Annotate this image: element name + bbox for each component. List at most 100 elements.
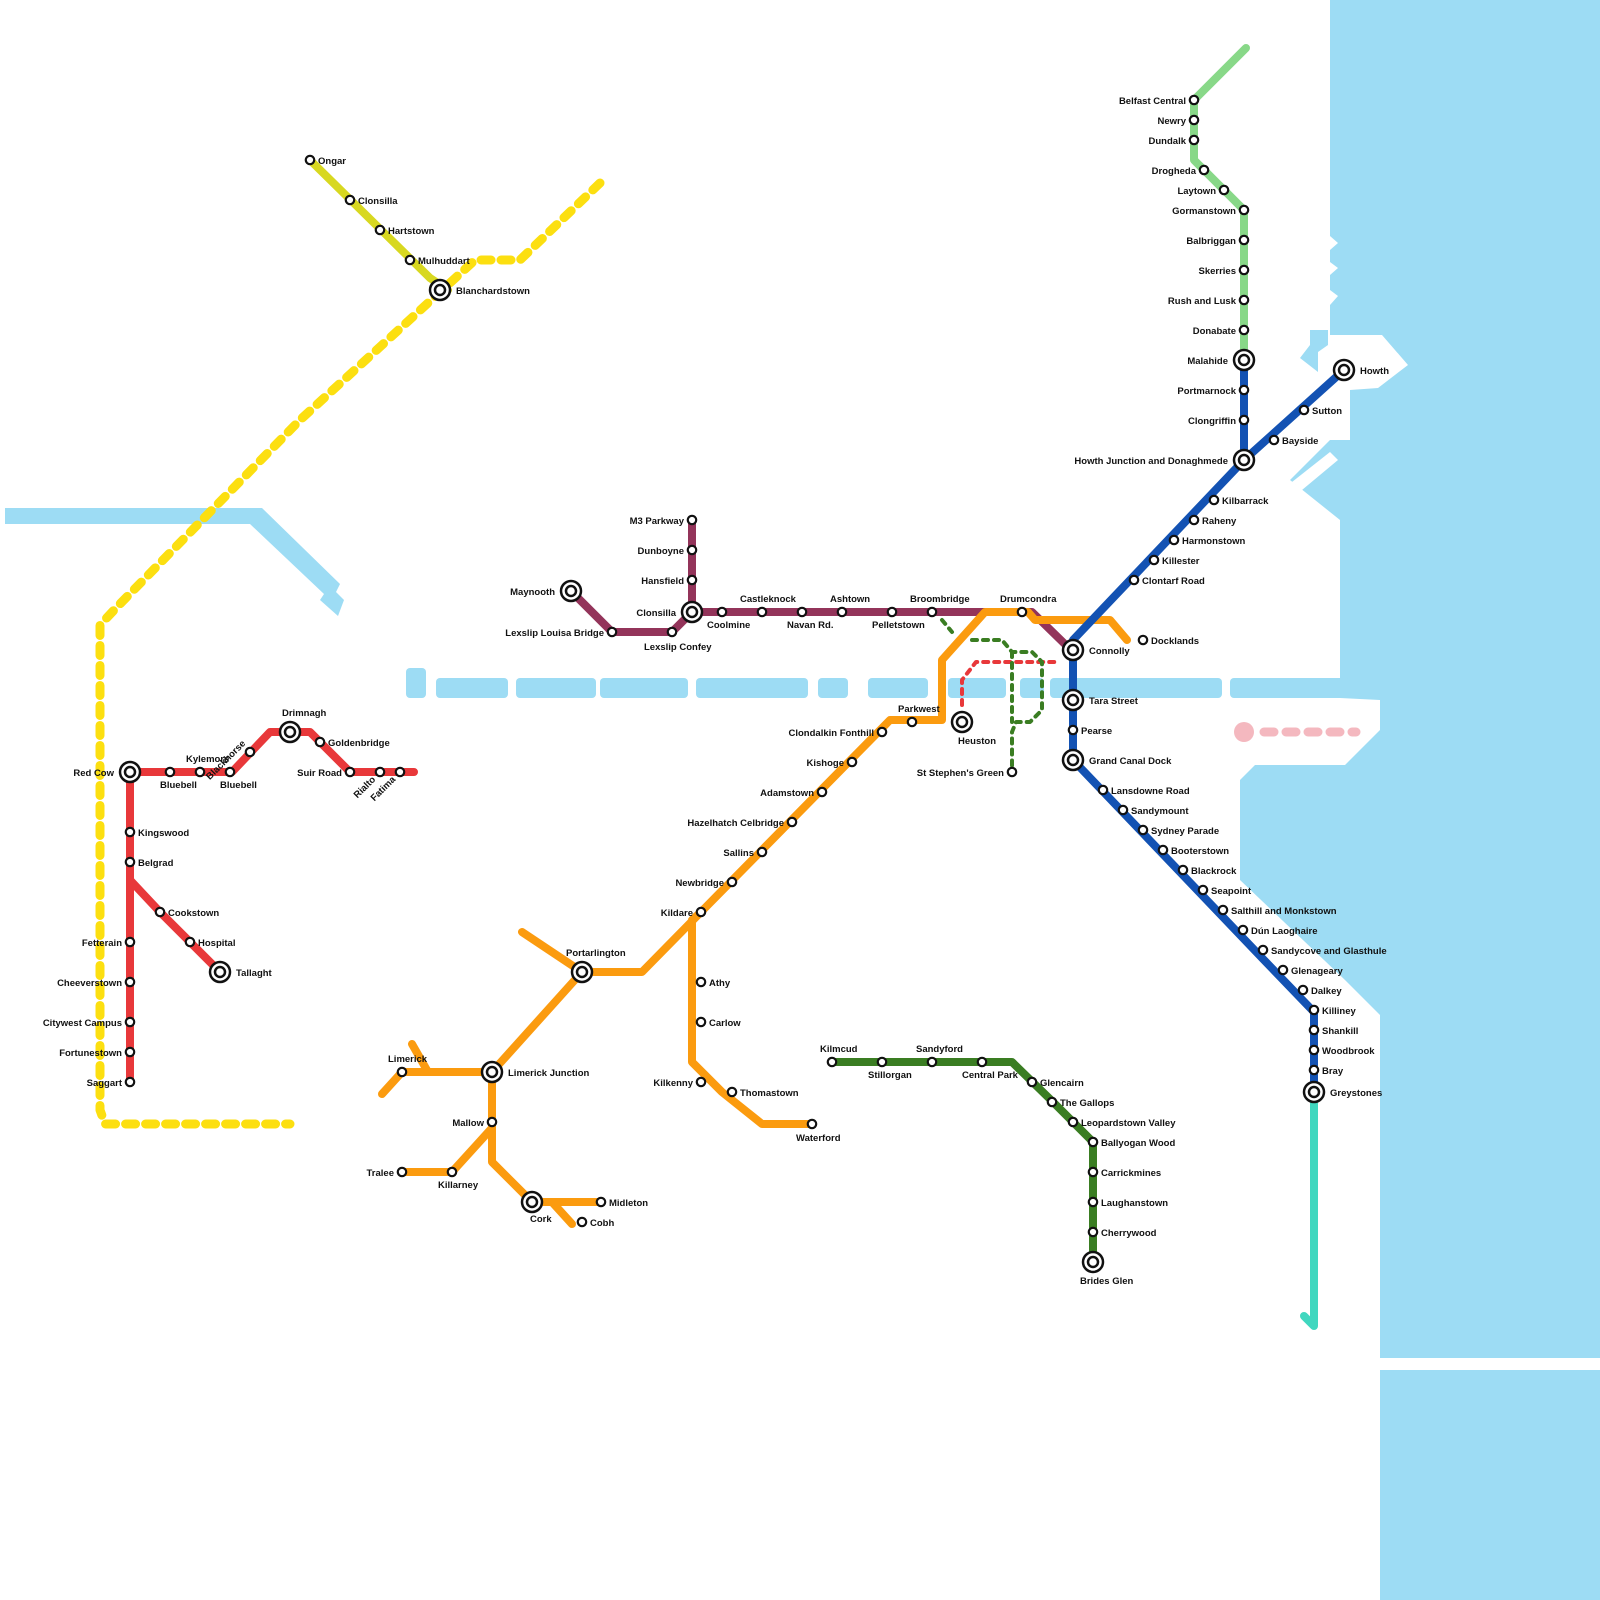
station-hospital[interactable] <box>184 936 196 948</box>
station-kishoge[interactable] <box>846 756 858 768</box>
station-citywest[interactable] <box>124 1016 136 1028</box>
station-lexslip-c[interactable] <box>666 626 678 638</box>
station-dalkey[interactable] <box>1297 984 1309 996</box>
station-castleknock[interactable] <box>756 606 768 618</box>
station-newbridge[interactable] <box>726 876 738 888</box>
station-blackrock[interactable] <box>1177 864 1189 876</box>
station-athy[interactable] <box>695 976 707 988</box>
station-pelletstown[interactable] <box>886 606 898 618</box>
station-kylemore[interactable] <box>194 766 206 778</box>
station-laughanstown[interactable] <box>1087 1196 1099 1208</box>
station-clontarf[interactable] <box>1128 574 1140 586</box>
station-drogheda[interactable] <box>1198 164 1210 176</box>
station-gormanstown[interactable] <box>1238 204 1250 216</box>
station-rialto[interactable] <box>374 766 386 778</box>
station-glenageary[interactable] <box>1277 964 1289 976</box>
station-dundalk[interactable] <box>1188 134 1200 146</box>
station-mallow[interactable] <box>486 1116 498 1128</box>
station-ongar[interactable] <box>304 154 316 166</box>
station-ssg[interactable] <box>1006 766 1018 778</box>
station-bray[interactable] <box>1308 1064 1320 1076</box>
station-bayside[interactable] <box>1268 434 1280 446</box>
station-gallops[interactable] <box>1046 1096 1058 1108</box>
station-thomastown[interactable] <box>726 1086 738 1098</box>
station-clongriffin[interactable] <box>1238 414 1250 426</box>
station-fortunestown[interactable] <box>124 1046 136 1058</box>
station-tralee[interactable] <box>396 1166 408 1178</box>
station-lansdowne[interactable] <box>1097 784 1109 796</box>
station-bluebell2[interactable] <box>224 766 236 778</box>
station-cherrywood[interactable] <box>1087 1226 1099 1238</box>
station-glencairn[interactable] <box>1026 1076 1038 1088</box>
station-broombridge[interactable] <box>926 606 938 618</box>
station-carrickmines[interactable] <box>1087 1166 1099 1178</box>
station-laytown[interactable] <box>1218 184 1230 196</box>
station-hartstown[interactable] <box>374 224 386 236</box>
station-sutton[interactable] <box>1298 404 1310 416</box>
station-ballyogan[interactable] <box>1087 1136 1099 1148</box>
station-coolmine[interactable] <box>716 606 728 618</box>
station-woodbrook[interactable] <box>1308 1044 1320 1056</box>
station-portmarnock[interactable] <box>1238 384 1250 396</box>
station-raheny[interactable] <box>1188 514 1200 526</box>
station-shankill[interactable] <box>1308 1024 1320 1036</box>
station-fatima[interactable] <box>394 766 406 778</box>
station-kilmcud[interactable] <box>826 1056 838 1068</box>
station-sandycove[interactable] <box>1257 944 1269 956</box>
station-dun-laoghaire[interactable] <box>1237 924 1249 936</box>
station-cobh[interactable] <box>576 1216 588 1228</box>
station-sallins[interactable] <box>756 846 768 858</box>
station-hansfield[interactable] <box>686 574 698 586</box>
station-kingswood[interactable] <box>124 826 136 838</box>
station-stillorgan[interactable] <box>876 1056 888 1068</box>
station-leopardstown[interactable] <box>1067 1116 1079 1128</box>
station-fetterain[interactable] <box>124 936 136 948</box>
station-limerick[interactable] <box>396 1066 408 1078</box>
station-m3[interactable] <box>686 514 698 526</box>
station-saggart[interactable] <box>124 1076 136 1088</box>
station-rush-lusk[interactable] <box>1238 294 1250 306</box>
station-donabate[interactable] <box>1238 324 1250 336</box>
station-harmonstown[interactable] <box>1168 534 1180 546</box>
station-seapoint[interactable] <box>1197 884 1209 896</box>
station-killester[interactable] <box>1148 554 1160 566</box>
station-adamstown[interactable] <box>816 786 828 798</box>
station-central-park[interactable] <box>976 1056 988 1068</box>
station-salthill[interactable] <box>1217 904 1229 916</box>
station-belfast-central[interactable] <box>1188 94 1200 106</box>
station-sandymount[interactable] <box>1117 804 1129 816</box>
station-blackhorse[interactable] <box>244 746 256 758</box>
station-clondalkin[interactable] <box>876 726 888 738</box>
station-skerries[interactable] <box>1238 264 1250 276</box>
station-midleton[interactable] <box>595 1196 607 1208</box>
station-ashtown[interactable] <box>836 606 848 618</box>
station-navan[interactable] <box>796 606 808 618</box>
station-booterstown[interactable] <box>1157 844 1169 856</box>
station-dunboyne[interactable] <box>686 544 698 556</box>
station-kilbarrack[interactable] <box>1208 494 1220 506</box>
station-cookstown[interactable] <box>154 906 166 918</box>
station-mulhuddart[interactable] <box>404 254 416 266</box>
station-cheeverstown[interactable] <box>124 976 136 988</box>
station-carlow[interactable] <box>695 1016 707 1028</box>
station-killarney[interactable] <box>446 1166 458 1178</box>
station-newry[interactable] <box>1188 114 1200 126</box>
station-kildare[interactable] <box>695 906 707 918</box>
station-sandyford[interactable] <box>926 1056 938 1068</box>
station-pearse[interactable] <box>1067 724 1079 736</box>
station-clonsilla-n[interactable] <box>344 194 356 206</box>
station-killiney[interactable] <box>1308 1004 1320 1016</box>
station-belgrad[interactable] <box>124 856 136 868</box>
station-drumcondra[interactable] <box>1016 606 1028 618</box>
station-balbriggan[interactable] <box>1238 234 1250 246</box>
station-waterford[interactable] <box>806 1118 818 1130</box>
station-suir-road[interactable] <box>344 766 356 778</box>
station-goldenbridge[interactable] <box>314 736 326 748</box>
station-sydney[interactable] <box>1137 824 1149 836</box>
station-hazelhatch[interactable] <box>786 816 798 828</box>
station-kilkenny[interactable] <box>695 1076 707 1088</box>
station-lexslip-lb[interactable] <box>606 626 618 638</box>
station-docklands[interactable] <box>1137 634 1149 646</box>
station-bluebell1[interactable] <box>164 766 176 778</box>
station-parkwest[interactable] <box>906 716 918 728</box>
